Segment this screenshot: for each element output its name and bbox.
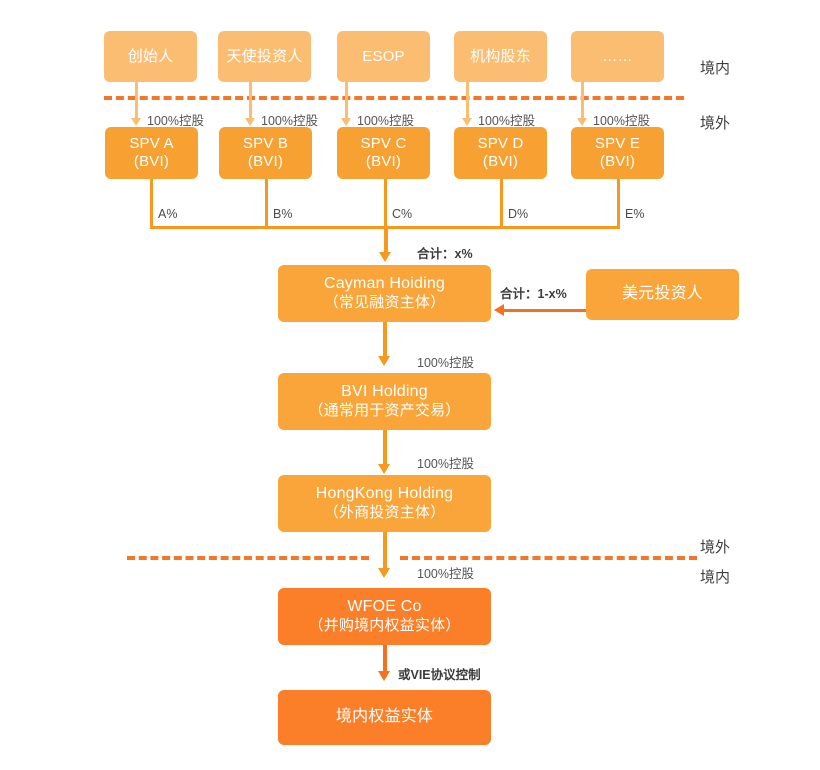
shareholder-box-founder[interactable]: 创始人 <box>104 31 197 82</box>
entity-name: HongKong Holding <box>315 485 454 503</box>
arrowhead-wfoe-to-domestic <box>378 671 390 681</box>
connector-cayman-to-bvi <box>383 322 387 362</box>
connector-esop-to-spvc <box>345 82 348 120</box>
spv-jurisdiction: (BVI) <box>599 153 636 170</box>
spv-jurisdiction: (BVI) <box>365 153 402 170</box>
link-label-founder-spva: 100%控股 <box>147 114 204 128</box>
spvd-leg <box>500 179 503 228</box>
boundary-bottom-below-label: 境内 <box>700 569 731 586</box>
spva-leg <box>150 179 153 228</box>
shareholder-label: 创始人 <box>127 47 174 65</box>
entity-box-bvi-holding[interactable]: BVI Holding （通常用于资产交易） <box>278 373 491 430</box>
shareholder-box-angel-investor[interactable]: 天使投资人 <box>218 31 311 82</box>
arrowhead-usd-investor-to-cayman <box>494 304 504 316</box>
spv-name: SPV B <box>242 135 289 153</box>
shareholder-box-others[interactable]: …… <box>571 31 664 82</box>
boundary-bottom-above-label: 境外 <box>700 539 731 556</box>
arrowhead-founder-to-spva <box>131 118 141 126</box>
arrowhead-esop-to-spvc <box>341 118 351 126</box>
connector-others-to-spve <box>581 82 584 120</box>
spvb-stake-label: B% <box>273 207 293 221</box>
arrowhead-bus-to-cayman <box>379 252 391 262</box>
entity-box-domestic-equity[interactable]: 境内权益实体 <box>278 690 491 745</box>
onshore-offshore-divider-bottom-right <box>400 556 697 560</box>
entity-name: Cayman Hoiding <box>323 275 446 293</box>
link-label-bvi-hk: 100%控股 <box>417 457 474 471</box>
connector-angel-to-spvb <box>249 82 252 120</box>
entity-box-cayman-holding[interactable]: Cayman Hoiding （常见融资主体） <box>278 265 491 322</box>
aggregate-investor-label: 合计：1-x% <box>500 287 567 301</box>
link-label-hk-wfoe: 100%控股 <box>417 567 474 581</box>
connector-founder-to-spva <box>135 82 138 120</box>
shareholder-label: 天使投资人 <box>226 47 303 65</box>
arrowhead-angel-to-spvb <box>245 118 255 126</box>
connector-hk-to-wfoe <box>383 532 387 574</box>
spv-box-b[interactable]: SPV B (BVI) <box>219 127 312 179</box>
spv-jurisdiction: (BVI) <box>133 153 170 170</box>
aggregate-top-label: 合计：x% <box>417 247 473 261</box>
arrowhead-institutional-to-spvd <box>462 118 472 126</box>
arrowhead-cayman-to-bvi <box>378 356 390 366</box>
link-label-angel-spvb: 100%控股 <box>261 114 318 128</box>
spv-name: SPV A <box>129 135 174 153</box>
spvc-leg <box>384 179 387 228</box>
entity-subtitle: （通常用于资产交易） <box>308 402 461 420</box>
spv-box-d[interactable]: SPV D (BVI) <box>454 127 547 179</box>
spva-stake-label: A% <box>158 207 178 221</box>
shareholder-label: 机构股东 <box>470 47 531 65</box>
connector-bvi-to-hk <box>383 430 387 470</box>
spv-jurisdiction: (BVI) <box>247 153 284 170</box>
spve-leg <box>617 179 620 228</box>
shareholder-label: ESOP <box>362 47 405 65</box>
link-label-esop-spvc: 100%控股 <box>357 114 414 128</box>
arrowhead-others-to-spve <box>577 118 587 126</box>
spv-box-e[interactable]: SPV E (BVI) <box>571 127 664 179</box>
spvb-leg <box>265 179 268 228</box>
connector-usd-investor-to-cayman <box>504 309 586 312</box>
connector-institutional-to-spvd <box>466 82 469 120</box>
link-label-institutional-spvd: 100%控股 <box>478 114 535 128</box>
spv-name: SPV D <box>477 135 524 153</box>
entity-subtitle: （并购境内权益实体） <box>308 617 461 635</box>
connector-bus-to-cayman <box>384 226 388 255</box>
entity-name: 境内权益实体 <box>335 708 434 726</box>
shareholder-box-esop[interactable]: ESOP <box>337 31 430 82</box>
link-label-cayman-bvi: 100%控股 <box>417 356 474 370</box>
onshore-offshore-divider-bottom-left <box>127 556 369 560</box>
shareholder-label: …… <box>602 47 633 65</box>
arrowhead-hk-to-wfoe <box>378 568 390 578</box>
spvd-stake-label: D% <box>508 207 529 221</box>
entity-name: WFOE Co <box>347 598 422 616</box>
link-label-others-spve: 100%控股 <box>593 114 650 128</box>
entity-box-usd-investor[interactable]: 美元投资人 <box>586 269 739 320</box>
link-label-wfoe-domestic: 或VIE协议控制 <box>398 668 481 682</box>
entity-box-wfoe-co[interactable]: WFOE Co （并购境内权益实体） <box>278 588 491 645</box>
arrowhead-bvi-to-hk <box>378 464 390 474</box>
boundary-top-above-label: 境内 <box>700 60 731 77</box>
spv-box-a[interactable]: SPV A (BVI) <box>105 127 198 179</box>
spv-name: SPV E <box>594 135 641 153</box>
entity-subtitle: （外商投资主体） <box>323 504 446 522</box>
shareholder-box-institutional[interactable]: 机构股东 <box>454 31 547 82</box>
connector-wfoe-to-domestic <box>383 645 387 677</box>
entity-subtitle: （常见融资主体） <box>323 294 446 312</box>
spve-stake-label: E% <box>625 207 645 221</box>
entity-name: 美元投资人 <box>621 285 703 303</box>
spv-box-c[interactable]: SPV C (BVI) <box>337 127 430 179</box>
entity-name: BVI Holding <box>341 383 428 401</box>
spvc-stake-label: C% <box>392 207 413 221</box>
spv-name: SPV C <box>360 135 407 153</box>
boundary-top-below-label: 境外 <box>700 115 731 132</box>
entity-box-hongkong-holding[interactable]: HongKong Holding （外商投资主体） <box>278 475 491 532</box>
onshore-offshore-divider-top <box>104 96 684 100</box>
spv-jurisdiction: (BVI) <box>482 153 519 170</box>
